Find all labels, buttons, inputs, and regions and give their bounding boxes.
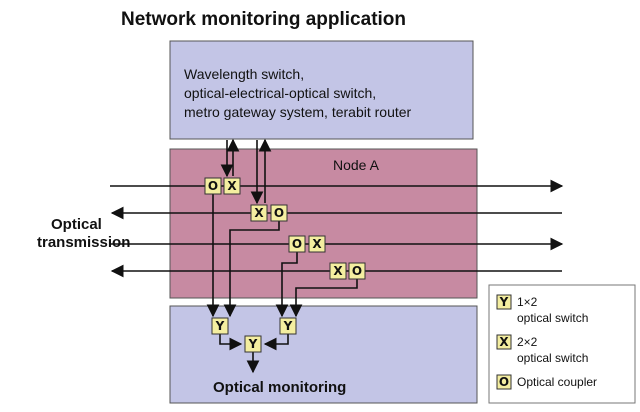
equipment-line-2: optical-electrical-optical switch,: [184, 85, 376, 101]
equipment-line-3: metro gateway system, terabit router: [184, 104, 412, 120]
optical-monitoring-label: Optical monitoring: [213, 379, 346, 396]
svg-text:X: X: [227, 179, 237, 193]
svg-text:X: X: [333, 264, 343, 278]
optical-transmission-line1: Optical: [51, 216, 102, 233]
coupler-line-2: O: [270, 204, 288, 222]
svg-text:2×2: 2×2: [517, 335, 538, 349]
svg-text:X: X: [312, 237, 322, 251]
tap-line-4: [289, 279, 358, 318]
switch-1x2-combiner: Y: [244, 335, 262, 353]
svg-text:X: X: [254, 206, 264, 220]
switch-2x2-line-1: X: [223, 177, 241, 195]
switch-1x2-left: Y: [211, 317, 229, 335]
coupler-line-4: O: [348, 262, 366, 280]
legend-item-optical-coupler: O Optical coupler: [496, 374, 597, 390]
svg-text:optical switch: optical switch: [517, 351, 588, 365]
svg-text:O: O: [352, 264, 362, 278]
switch-1x2-right: Y: [279, 317, 297, 335]
svg-text:Y: Y: [215, 319, 225, 333]
node-a-box: [169, 148, 478, 299]
svg-text:Y: Y: [248, 337, 258, 351]
equipment-line-1: Wavelength switch,: [184, 66, 304, 82]
combine-line-left: [219, 334, 243, 351]
tap-line-2: [223, 221, 280, 318]
svg-text:Optical coupler: Optical coupler: [517, 375, 597, 389]
diagram-title: Network monitoring application: [121, 9, 406, 30]
svg-text:O: O: [499, 375, 509, 389]
coupler-line-1: O: [204, 177, 222, 195]
switch-2x2-line-2: X: [250, 204, 268, 222]
svg-text:Y: Y: [499, 295, 509, 309]
svg-text:optical switch: optical switch: [517, 311, 588, 325]
svg-text:1×2: 1×2: [517, 295, 538, 309]
switch-2x2-line-3: X: [308, 235, 326, 253]
svg-text:O: O: [274, 206, 284, 220]
svg-text:O: O: [208, 179, 218, 193]
legend-item-1x2-switch: Y 1×2 optical switch: [496, 294, 588, 325]
svg-text:X: X: [499, 335, 509, 349]
legend: Y 1×2 optical switch X 2×2 optical switc…: [488, 284, 636, 404]
optical-transmission-line2: transmission: [37, 234, 130, 251]
tap-line-3: [275, 252, 298, 318]
switch-2x2-line-4: X: [329, 262, 347, 280]
svg-text:O: O: [292, 237, 302, 251]
coupler-line-3: O: [288, 235, 306, 253]
legend-item-2x2-switch: X 2×2 optical switch: [496, 334, 588, 365]
node-a-label: Node A: [333, 157, 380, 173]
svg-text:Y: Y: [283, 319, 293, 333]
combine-line-right: [263, 334, 289, 351]
network-equipment-box: [169, 40, 474, 140]
